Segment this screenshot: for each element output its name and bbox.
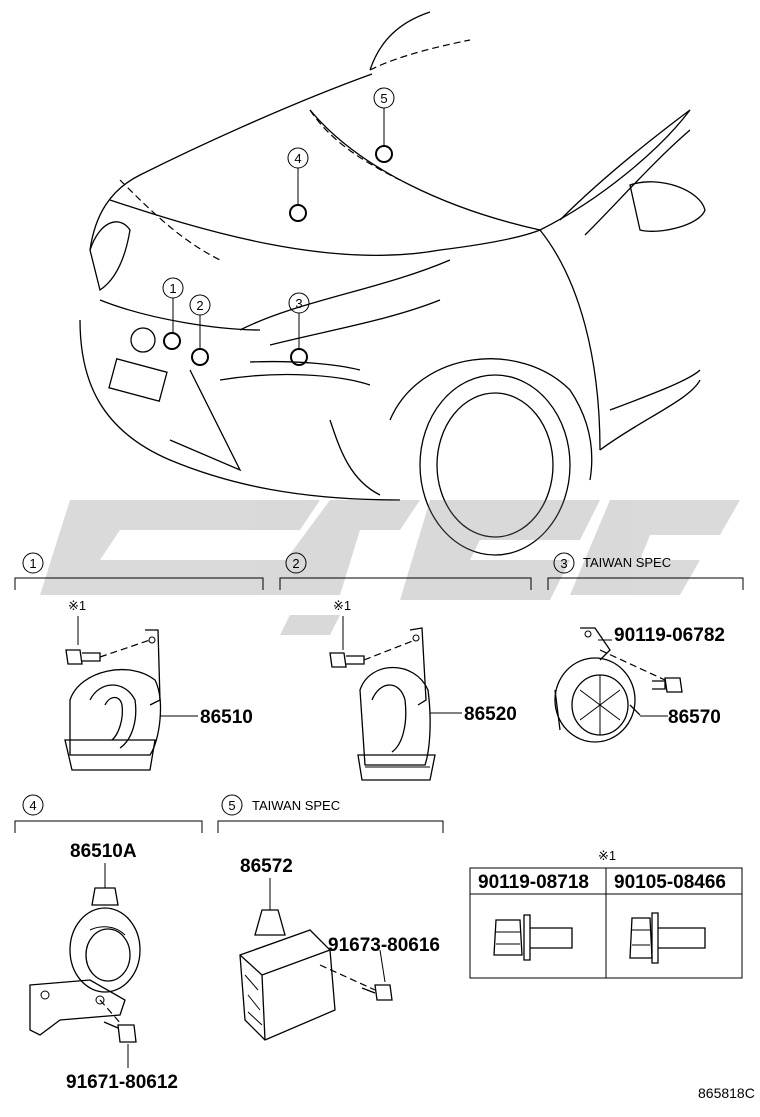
- svg-text:4: 4: [29, 798, 36, 813]
- svg-text:2: 2: [196, 298, 203, 313]
- part-86572-label: 86572: [240, 856, 293, 877]
- section-5-header: 5 TAIWAN SPEC: [217, 794, 444, 833]
- bolt-with-washer-icon: [493, 914, 573, 961]
- section-4-header: 4: [14, 794, 203, 833]
- part-86510-label: 86510: [200, 707, 253, 728]
- callout-5: 5: [373, 87, 395, 163]
- horn-86510-illustration: ※1: [64, 598, 198, 771]
- svg-text:※1: ※1: [333, 598, 351, 613]
- svg-text:4: 4: [294, 151, 301, 166]
- svg-text:3: 3: [295, 296, 302, 311]
- module-86572-illustration: [239, 878, 393, 1041]
- svg-text:3: 3: [560, 556, 567, 571]
- part-86510A-label: 86510A: [70, 841, 137, 862]
- svg-text:TAIWAN SPEC: TAIWAN SPEC: [252, 798, 340, 813]
- car-front-illustration: [79, 11, 706, 556]
- section-3-header: 3 TAIWAN SPEC: [547, 552, 744, 590]
- svg-text:2: 2: [292, 556, 299, 571]
- section-2-header: 2: [279, 552, 532, 590]
- part-91671-80612-label: 91671-80612: [66, 1072, 178, 1093]
- part-91673-80616-label: 91673-80616: [328, 935, 440, 956]
- diagram-code: 865818C: [698, 1085, 755, 1101]
- callout-2: 2: [189, 294, 211, 366]
- svg-text:1: 1: [169, 281, 176, 296]
- svg-text:5: 5: [228, 798, 235, 813]
- callout-3: 3: [288, 292, 310, 366]
- part-86570-label: 86570: [668, 707, 721, 728]
- flange-bolt-icon: [629, 912, 706, 964]
- note-table: ※1 90119-08718 90105-08466: [469, 848, 743, 979]
- horn-86570-illustration: [554, 627, 683, 743]
- section-1-header: 1: [14, 552, 264, 590]
- svg-text:1: 1: [29, 556, 36, 571]
- horn-86510A-illustration: [29, 863, 141, 1068]
- svg-text:5: 5: [380, 91, 387, 106]
- note-table-col-1: 90119-08718: [478, 872, 589, 893]
- car-callouts: 1 2 3 4 5: [162, 87, 395, 366]
- note-table-col-2: 90105-08466: [614, 872, 726, 893]
- callout-4: 4: [287, 147, 309, 222]
- svg-text:※1: ※1: [68, 598, 86, 613]
- part-90119-06782-label: 90119-06782: [614, 625, 725, 646]
- callout-1: 1: [162, 277, 184, 350]
- svg-text:※1: ※1: [598, 848, 616, 863]
- svg-text:TAIWAN SPEC: TAIWAN SPEC: [583, 555, 671, 570]
- watermark: [40, 500, 740, 635]
- horn-86520-illustration: ※1: [329, 598, 462, 781]
- part-86520-label: 86520: [464, 704, 517, 725]
